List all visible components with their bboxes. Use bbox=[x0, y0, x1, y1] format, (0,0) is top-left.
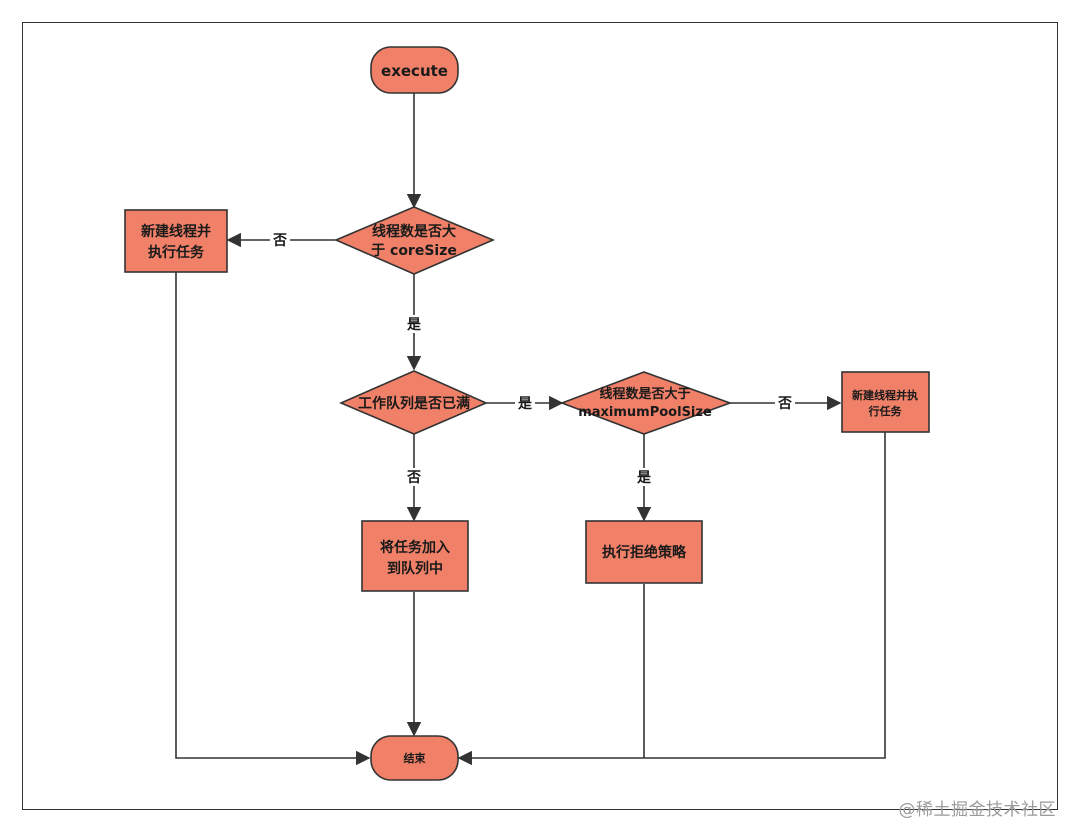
edge-label-max-no: 否 bbox=[775, 394, 795, 412]
edge-right-thread-to-end bbox=[457, 432, 886, 766]
svg-text:行任务: 行任务 bbox=[868, 404, 903, 418]
edge-label-core-no: 否 bbox=[270, 231, 290, 249]
node-max-pool-check: 线程数是否大于 maximumPoolSize bbox=[559, 371, 733, 435]
svg-text:是: 是 bbox=[637, 470, 652, 486]
node-core-size-check: 线程数是否大 于 coreSize bbox=[333, 206, 496, 275]
node-end: 结束 bbox=[370, 735, 459, 781]
node-enqueue-task: 将任务加入 到队列中 bbox=[361, 520, 469, 592]
svg-text:线程数是否大于: 线程数是否大于 bbox=[599, 386, 690, 402]
node-new-thread-left: 新建线程并 执行任务 bbox=[124, 209, 228, 273]
node-reject-policy: 执行拒绝策略 bbox=[585, 520, 703, 584]
svg-text:工作队列是否已满: 工作队列是否已满 bbox=[358, 395, 470, 412]
edge-left-thread-to-end bbox=[175, 272, 371, 766]
node-new-thread-right: 新建线程并执 行任务 bbox=[841, 371, 930, 433]
svg-text:执行任务: 执行任务 bbox=[148, 244, 205, 261]
edge-label-max-yes: 是 bbox=[634, 468, 654, 486]
svg-text:将任务加入: 将任务加入 bbox=[380, 539, 450, 556]
node-queue-full-check: 工作队列是否已满 bbox=[338, 370, 488, 435]
svg-text:新建线程并执: 新建线程并执 bbox=[852, 388, 918, 402]
svg-text:线程数是否大: 线程数是否大 bbox=[372, 223, 456, 240]
svg-text:否: 否 bbox=[406, 470, 421, 486]
svg-text:执行拒绝策略: 执行拒绝策略 bbox=[602, 544, 687, 561]
svg-text:execute: execute bbox=[381, 62, 448, 80]
watermark-text: @稀土掘金技术社区 bbox=[898, 800, 1056, 820]
svg-text:否: 否 bbox=[777, 396, 792, 412]
svg-text:结束: 结束 bbox=[403, 751, 427, 765]
svg-text:到队列中: 到队列中 bbox=[387, 560, 443, 577]
node-execute: execute bbox=[370, 46, 459, 94]
svg-text:maximumPoolSize: maximumPoolSize bbox=[578, 405, 712, 420]
svg-text:新建线程并: 新建线程并 bbox=[141, 223, 211, 240]
edge-label-queue-no: 否 bbox=[404, 468, 424, 486]
svg-text:是: 是 bbox=[407, 317, 422, 333]
svg-text:否: 否 bbox=[272, 233, 287, 249]
svg-text:于 coreSize: 于 coreSize bbox=[371, 243, 457, 259]
edge-label-core-yes: 是 bbox=[404, 315, 424, 333]
edge-label-queue-yes: 是 bbox=[515, 394, 535, 412]
svg-text:是: 是 bbox=[518, 396, 533, 412]
